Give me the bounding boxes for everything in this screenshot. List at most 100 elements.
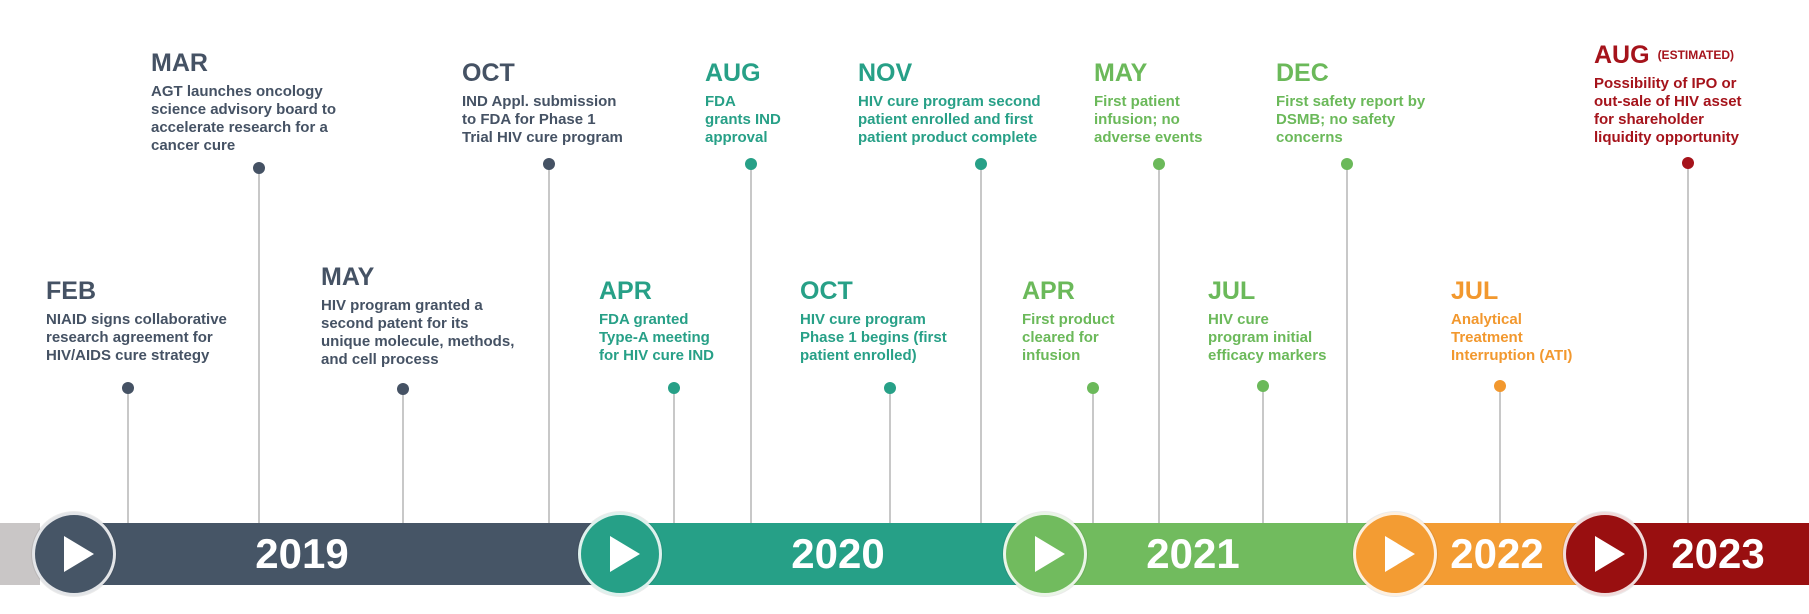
year-play-button-2022[interactable] [1353,512,1437,596]
event-month-label: OCT [462,59,515,87]
event-description-line: and cell process [321,351,439,368]
event-month-label: JUL [1208,277,1256,305]
event-month: MAR [151,49,336,77]
event-connector-line [1158,164,1160,523]
event-month: APR [1022,277,1115,305]
event-description-line: First safety report by [1276,93,1426,110]
year-label: 2021 [1146,530,1240,577]
year-band-2019 [76,523,620,585]
event-month-note: (ESTIMATED) [1657,48,1734,62]
event-marker-dot [1153,158,1165,170]
event-description-line: accelerate research for a [151,119,328,136]
play-triangle [1595,536,1625,572]
event-month-label: DEC [1276,59,1329,87]
event-description-line: FDA granted [599,311,689,328]
event-marker-dot [668,382,680,394]
year-play-button-2021[interactable] [1003,512,1087,596]
event-connector-line [1092,388,1094,523]
event-month-label: AUG [1594,41,1650,69]
event-description-line: IND Appl. submission [462,93,617,110]
event-month: MAY [1094,59,1202,87]
play-icon [1035,536,1065,572]
event-description-line: adverse events [1094,129,1203,146]
year-play-button-2020[interactable] [578,512,662,596]
event-description-line: research agreement for [46,329,213,346]
event-month: DEC [1276,59,1425,87]
event-description-line: Possibility of IPO or [1594,75,1737,92]
event-marker-dot [397,383,409,395]
event-description-line: Interruption (ATI) [1451,347,1573,364]
event-month-label: FEB [46,277,96,305]
event-description-line: cleared for [1022,329,1099,346]
event-description-line: AGT launches oncology [151,83,323,100]
event-description-line: FDA [705,93,736,110]
year-label: 2020 [791,530,885,577]
event-description-line: NIAID signs collaborative [46,311,227,328]
event-marker-dot [122,382,134,394]
event-description-line: Phase 1 begins (first [800,329,947,346]
event-marker-dot [1682,157,1694,169]
year-band-2021 [1045,523,1395,585]
event-marker-dot [253,162,265,174]
play-triangle [64,536,94,572]
event-connector-line [1346,164,1348,523]
event-description-line: to FDA for Phase 1 [462,111,596,128]
event-month-label: NOV [858,59,913,87]
event-description-line: patient product complete [858,129,1038,146]
event-connector-line [402,389,404,523]
event-month: AUG [705,59,781,87]
event-month-label: MAY [321,263,375,291]
event-description-line: Trial HIV cure program [462,129,623,146]
play-icon [64,536,94,572]
event-month-label: APR [599,277,652,305]
event-month: APR [599,277,714,305]
event-description-line: for shareholder [1594,111,1705,128]
event-description-line: patient enrolled and first [858,111,1034,128]
event-connector-line [1262,386,1264,523]
year-play-button-2019[interactable] [32,512,116,596]
year-play-button-2023[interactable] [1563,512,1647,596]
event-month-label: MAY [1094,59,1148,87]
event-description-line: HIV cure program [800,311,926,328]
event-description-line: First product [1022,311,1115,328]
event-description-line: HIV program granted a [321,297,483,314]
event-description-line: second patent for its [321,315,469,332]
play-triangle [1385,536,1415,572]
event-month-label: AUG [705,59,761,87]
event-description-line: HIV cure [1208,311,1269,328]
event-connector-line [673,388,675,523]
event-marker-dot [1087,382,1099,394]
event-month: OCT [800,277,947,305]
event-connector-line [1499,386,1501,523]
play-triangle [610,536,640,572]
event-month: FEB [46,277,227,305]
year-band-2020 [620,523,1045,585]
event-connector-line [258,168,260,523]
event-description-line: grants IND [705,111,781,128]
event-description-line: science advisory board to [151,101,337,118]
event-month: JUL [1451,277,1572,305]
event-marker-dot [884,382,896,394]
event-description-line: Treatment [1451,329,1523,346]
event-connector-line [889,388,891,523]
event-month: OCT [462,59,623,87]
event-marker-dot [1494,380,1506,392]
event-marker-dot [745,158,757,170]
event-description-line: infusion; no [1094,111,1180,128]
